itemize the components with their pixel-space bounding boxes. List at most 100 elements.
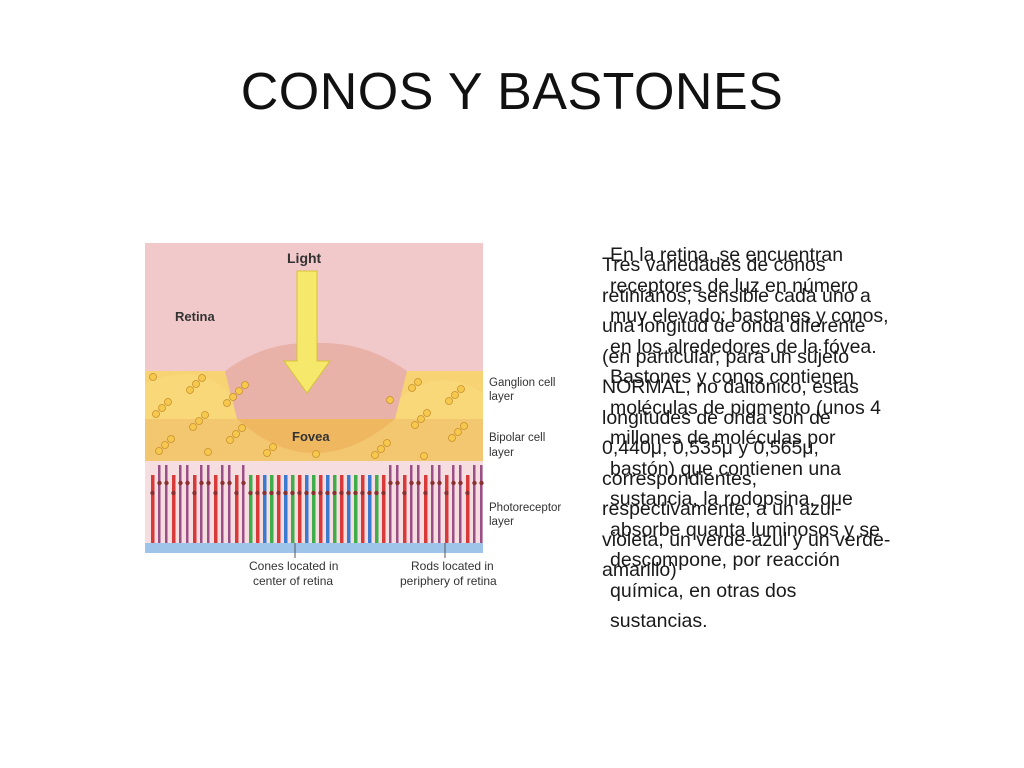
label-bipolar-cell: Bipolar cell [489,432,545,444]
neuron-cell [149,373,157,381]
photoreceptor-nucleus [465,490,470,496]
photoreceptor-nucleus [199,480,204,486]
photoreceptor-nucleus [437,480,442,486]
rod-cell [459,465,462,543]
cone-cell [298,475,302,543]
neuron-cell [192,380,200,388]
rod-cell [480,465,483,543]
light-arrow [283,270,331,394]
neuron-cell [263,449,271,457]
neuron-cell [155,447,163,455]
photoreceptor-nucleus [171,490,176,496]
cone-cell [284,475,288,543]
neuron-cell [226,436,234,444]
retina-text-line: absorbe quanta luminosos y se [610,518,880,541]
retina-text-line: muy elevado: bastones y conos, [610,305,889,327]
photoreceptor-nucleus [444,490,449,496]
cone-cell [305,475,309,543]
photoreceptors [150,465,484,543]
label-photoreceptor: Photoreceptor [489,502,561,514]
photoreceptor-nucleus [367,490,372,496]
neuron-cell [451,391,459,399]
rod-cell [158,465,161,543]
rod-cell [452,465,455,543]
photoreceptor-nucleus [458,480,463,486]
cone-cell [368,475,372,543]
neuron-cell [371,451,379,459]
retina-text-line: moléculas de pigmento (unos 4 [610,396,881,419]
neuron-cell [164,398,172,406]
cone-cell [263,475,267,543]
neuron-cell [158,404,166,412]
label-cones-2: center of retina [253,574,333,588]
cone-cell [403,475,407,543]
cone-cell [375,475,379,543]
rod-cell [165,465,168,543]
rod-cell [417,465,420,543]
rod-cell [179,465,182,543]
neuron-cell [269,443,277,451]
neuron-cell [152,410,160,418]
cone-cell [445,475,449,543]
retina-text-line: En la retina, se encuentran [610,244,844,266]
rod-cell [389,465,392,543]
photoreceptor-nucleus [234,490,239,496]
cells-group [149,373,468,460]
cone-text-line: Tres variedades de conos [602,254,826,276]
photoreceptor-nucleus [423,490,428,496]
cone-cell [333,475,337,543]
label-bipolar-layer: layer [489,447,514,459]
label-cones-1: Cones located in [249,559,338,573]
photoreceptor-nucleus [276,490,281,496]
photoreceptor-nucleus [213,490,218,496]
photoreceptor-nucleus [311,490,316,496]
photoreceptor-nucleus [269,490,274,496]
photoreceptor-nucleus [409,480,414,486]
cone-cell [277,475,281,543]
neuron-cell [417,415,425,423]
neuron-cell [238,424,246,432]
photoreceptor-nucleus [192,490,197,496]
photoreceptor-nucleus [150,490,155,496]
cone-text-line: (en particular, para un sujeto [602,345,850,368]
rod-cell [431,465,434,543]
neuron-cell [232,430,240,438]
photoreceptor-nucleus [472,480,477,486]
cone-cell [270,475,274,543]
retina-text-line: en los alrededores de la fóvea. [610,335,877,358]
photoreceptor-nucleus [248,490,253,496]
slide-title: CONOS Y BASTONES [240,63,784,121]
cone-text-line: longitudes de onda son de [602,406,831,429]
neuron-cell [229,393,237,401]
neuron-cell [167,435,175,443]
photoreceptor-nucleus [388,480,393,486]
cone-cell [326,475,330,543]
photoreceptor-nucleus [262,490,267,496]
photoreceptor-nucleus [297,490,302,496]
neuron-cell [414,378,422,386]
cone-cell [151,475,155,543]
cone-cell [347,475,351,543]
photoreceptor-nucleus [325,490,330,496]
neuron-cell [235,387,243,395]
retina-text-line: sustancias. [610,610,708,632]
retina-text-line: descompone, por reacción [610,549,840,571]
retina-text-line: química, en otras dos [610,579,797,602]
cone-cell [361,475,365,543]
photoreceptor-nucleus [283,490,288,496]
retina-text-line: Bastones y conos contienen [610,366,854,388]
photoreceptor-nucleus [164,480,169,486]
neuron-cell [420,452,428,460]
cone-cell [382,475,386,543]
rod-cell [228,465,231,543]
cone-text-line: retinianos, sensible cada uno a [602,284,871,307]
neuron-cell [161,441,169,449]
cone-cell [193,475,197,543]
neuron-cell [186,386,194,394]
neuron-cell [204,448,212,456]
photoreceptor-nucleus [220,480,225,486]
rod-cell [410,465,413,543]
neuron-cell [383,439,391,447]
cone-cell [466,475,470,543]
cone-text-line: respectivamente, a un azul- [602,498,842,520]
